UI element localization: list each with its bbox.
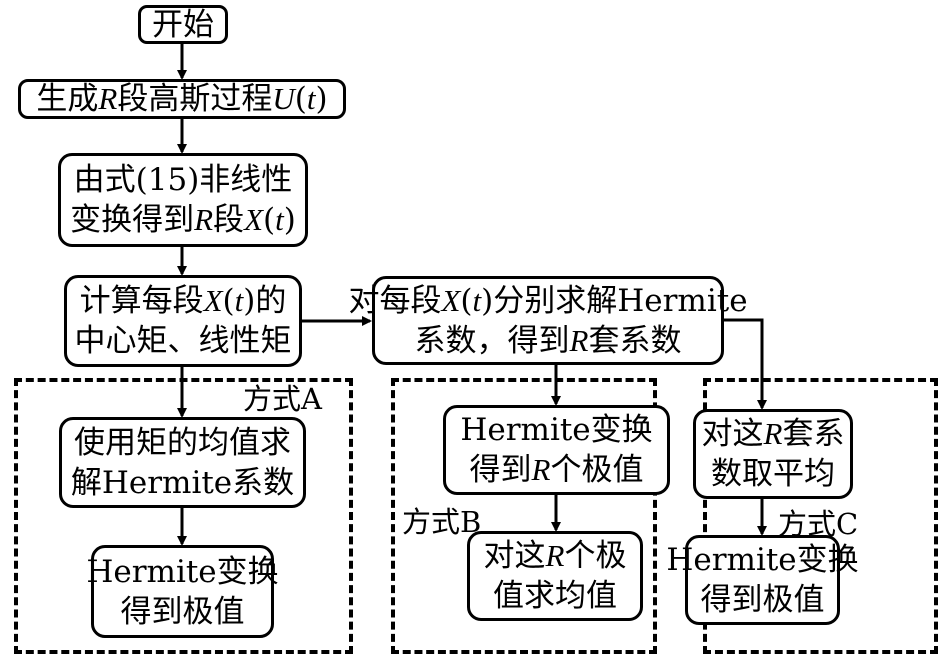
node-b-hermite-transform: Hermite变换 得到R个极值	[443, 405, 670, 495]
method-a-label: 方式A	[243, 382, 322, 416]
node-b-average-extremes: 对这R个极 值求均值	[467, 531, 643, 621]
node-b-transform-line-1: Hermite变换	[460, 412, 653, 448]
node-solve-line-2: 系数，得到R套系数	[414, 322, 682, 359]
node-a-solve-coefficients: 使用矩的均值求 解Hermite系数	[59, 417, 306, 508]
node-start-text: 开始	[152, 6, 214, 43]
method-b-group	[391, 378, 657, 654]
node-c-hermite-extreme: Hermite变换 得到极值	[666, 535, 859, 625]
node-compute-moments: 计算每段X(t)的 中心矩、线性矩	[64, 275, 302, 367]
node-b-average-line-2: 值求均值	[493, 578, 617, 614]
node-c-average-line-2: 数取平均	[711, 456, 835, 492]
method-c-group	[703, 378, 938, 654]
node-b-transform-line-2: 得到R个极值	[469, 452, 644, 488]
node-a-extreme-line-2: 得到极值	[120, 593, 245, 630]
node-c-extreme-line-1: Hermite变换	[666, 542, 859, 578]
node-a-solve-line-1: 使用矩的均值求	[74, 424, 291, 461]
node-c-average-line-1: 对这R套系	[701, 416, 845, 452]
node-solve-each-segment: 对每段X(t)分别求解Hermite 系数，得到R套系数	[348, 276, 748, 365]
node-a-hermite-extreme: Hermite变换 得到极值	[86, 545, 279, 638]
node-transform-line-1: 由式(15)非线性	[73, 162, 293, 198]
node-start: 开始	[138, 5, 228, 44]
node-transform-line-2: 变换得到R段X(t)	[70, 202, 296, 238]
node-moments-line-2: 中心矩、线性矩	[74, 323, 292, 359]
node-a-extreme-line-1: Hermite变换	[86, 553, 279, 590]
node-a-solve-line-2: 解Hermite系数	[70, 464, 295, 501]
node-c-extreme-line-2: 得到极值	[700, 582, 825, 618]
node-c-average-coefficients: 对这R套系 数取平均	[693, 409, 853, 499]
node-generate-gaussian: 生成R段高斯过程U(t)	[18, 79, 346, 119]
method-c-label: 方式C	[778, 507, 859, 541]
node-moments-line-1: 计算每段X(t)的	[79, 283, 287, 319]
edge-solve-c-average	[724, 318, 767, 410]
node-generate-text: 生成R段高斯过程U(t)	[36, 81, 328, 117]
node-b-average-line-1: 对这R个极	[483, 538, 627, 574]
method-b-label: 方式B	[402, 505, 482, 539]
node-solve-line-1: 对每段X(t)分别求解Hermite	[348, 282, 748, 319]
node-nonlinear-transform: 由式(15)非线性 变换得到R段X(t)	[58, 153, 308, 247]
